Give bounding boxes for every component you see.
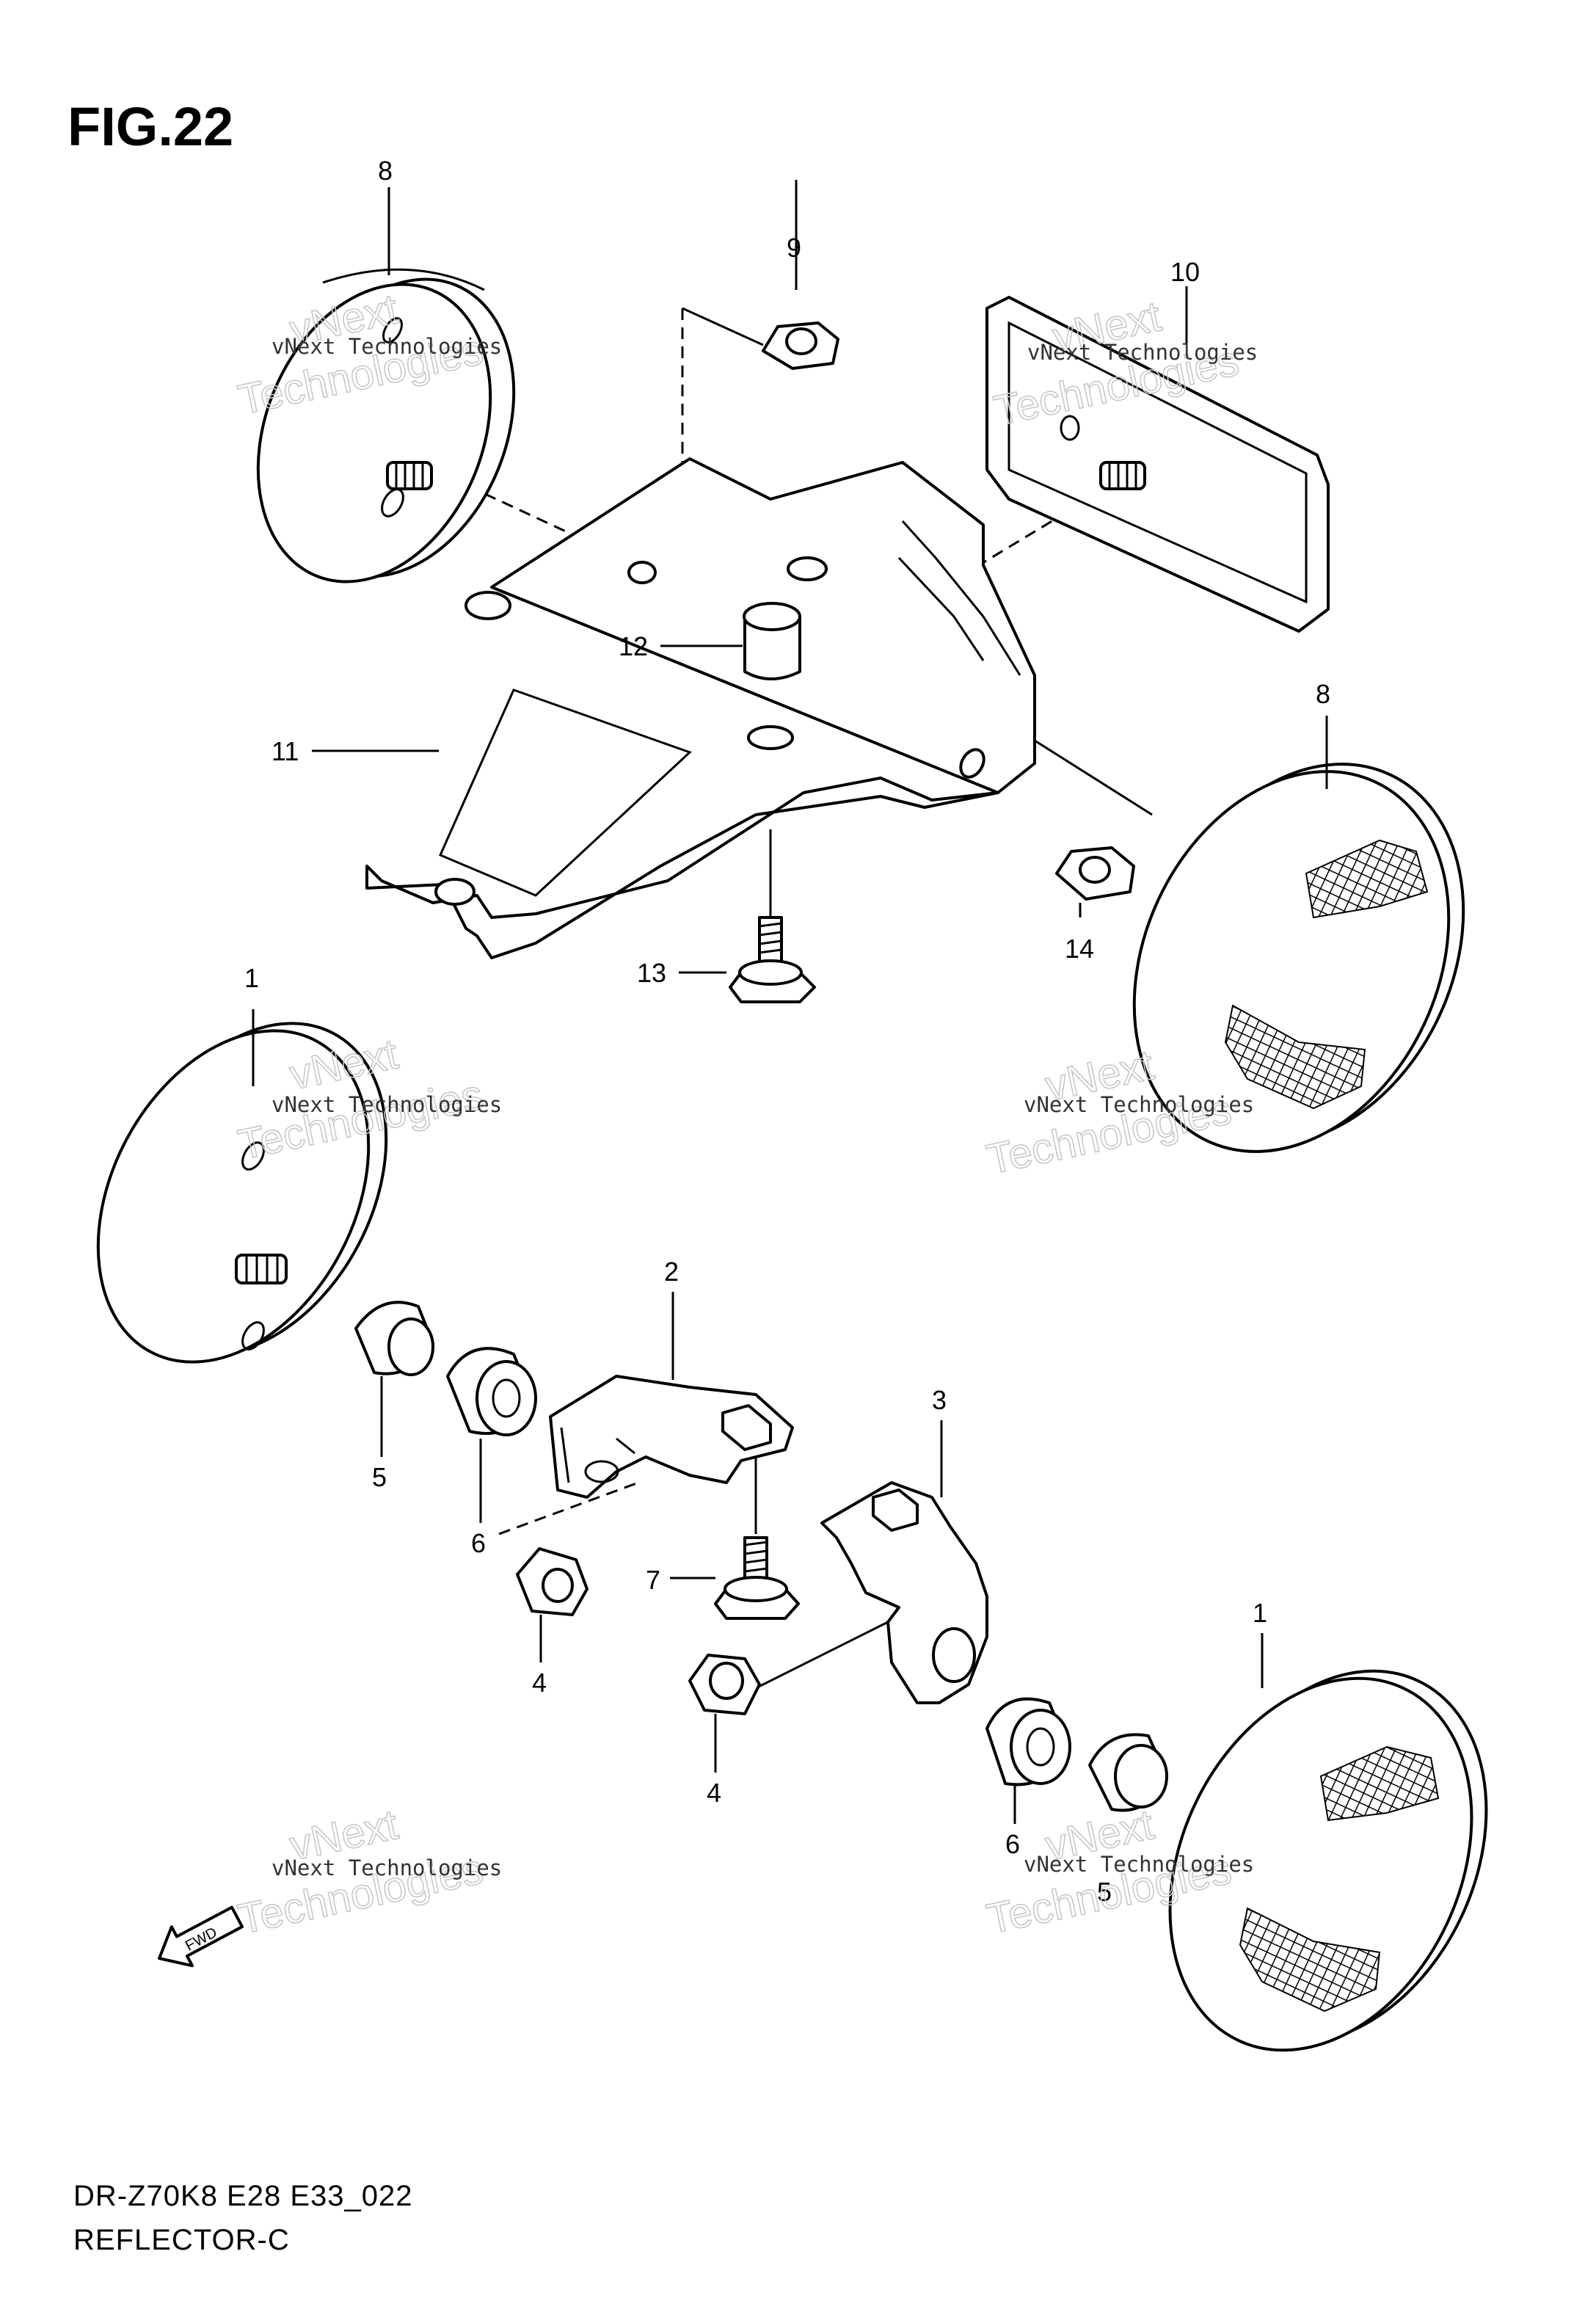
nut-part-14[interactable] [1055, 846, 1135, 901]
callout-1-bottom[interactable]: 1 [1253, 1598, 1267, 1628]
grommet-part-6-left[interactable] [446, 1347, 537, 1436]
watermark-bottom-left: Technologies vNext vNext Technologies [233, 1800, 502, 1944]
callout-6-right[interactable]: 6 [1005, 1829, 1020, 1859]
collar-part-5-right[interactable] [1088, 1733, 1168, 1812]
reflector-round-bottom-right[interactable] [1112, 1622, 1544, 2100]
watermark-line1: vNext Technologies [1024, 1092, 1254, 1117]
reflector-round-right[interactable] [1075, 713, 1523, 1203]
callout-9[interactable]: 9 [787, 233, 801, 263]
callout-numbers: 8 9 10 12 11 8 14 13 1 2 5 3 6 7 4 1 4 6… [244, 156, 1330, 1907]
reflector-round-left[interactable] [44, 977, 441, 1409]
callout-7[interactable]: 7 [646, 1565, 660, 1595]
callout-5-left[interactable]: 5 [372, 1462, 387, 1492]
watermark-line1: vNext Technologies [1027, 340, 1258, 365]
model-code-caption: DR-Z70K8 E28 E33_022 [73, 2180, 413, 2212]
grommet-part-6-right[interactable] [985, 1697, 1071, 1786]
reflector-round-top-left[interactable] [216, 244, 556, 617]
watermark-mid-right: Technologies vNext vNext Technologies [982, 1041, 1254, 1185]
reflector-bracket[interactable] [365, 457, 1036, 959]
callout-3[interactable]: 3 [932, 1385, 947, 1415]
callout-11[interactable]: 11 [272, 736, 299, 766]
collar-part-12[interactable] [743, 602, 801, 680]
callout-1-top[interactable]: 1 [244, 963, 259, 993]
leader-lines [252, 187, 1328, 1824]
watermark-line1: vNext Technologies [1024, 1852, 1254, 1877]
callout-14[interactable]: 14 [1065, 934, 1094, 964]
clamp-part-2[interactable] [549, 1375, 794, 1499]
bracket-part-3[interactable] [820, 1481, 988, 1704]
callout-4-left[interactable]: 4 [532, 1668, 547, 1698]
diagram-name-caption: REFLECTOR-C [73, 2224, 290, 2256]
callout-8-right[interactable]: 8 [1316, 679, 1330, 709]
watermark-line1: vNext Technologies [272, 334, 502, 359]
bolt-part-7[interactable] [714, 1536, 800, 1620]
callout-2[interactable]: 2 [664, 1257, 679, 1287]
reflector-rectangular[interactable] [985, 296, 1330, 633]
nut-part-9[interactable] [762, 180, 839, 370]
watermark-bottom-right: Technologies vNext vNext Technologies [982, 1800, 1254, 1944]
watermark-line1: vNext Technologies [272, 1092, 502, 1117]
callout-8-left[interactable]: 8 [378, 156, 393, 186]
callout-13[interactable]: 13 [637, 958, 666, 988]
bolt-part-13[interactable] [729, 916, 816, 1003]
callout-6-left[interactable]: 6 [471, 1528, 486, 1558]
nut-part-4-left[interactable] [516, 1547, 589, 1616]
callout-5-right[interactable]: 5 [1097, 1877, 1112, 1907]
callout-4-middle[interactable]: 4 [707, 1778, 721, 1808]
collar-part-5-left[interactable] [354, 1301, 434, 1376]
watermark-line1: vNext Technologies [272, 1855, 502, 1880]
fwd-direction-arrow: FWD [158, 1905, 244, 1968]
nut-part-4-middle[interactable] [688, 1654, 761, 1715]
callout-10[interactable]: 10 [1170, 257, 1200, 287]
figure-title: FIG.22 [68, 96, 234, 157]
callout-12[interactable]: 12 [619, 631, 648, 661]
